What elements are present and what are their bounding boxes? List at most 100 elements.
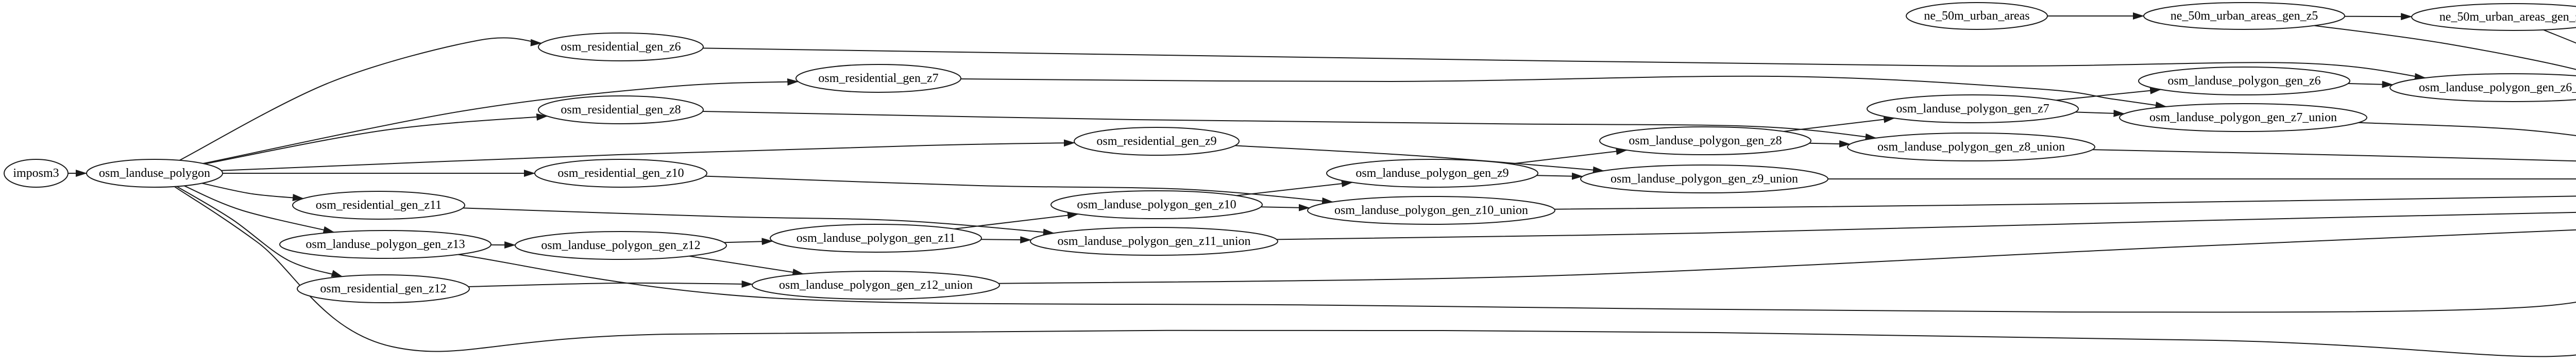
edge-osm_landuse_polygon_gen_z7-to-osm_landuse_polygon_gen_z7_union bbox=[2075, 109, 2125, 117]
node-label-osm_residential_gen_z8: osm_residential_gen_z8 bbox=[561, 103, 681, 117]
node-label-ne_50m_urban_areas_gen_z5: ne_50m_urban_areas_gen_z5 bbox=[2171, 9, 2318, 23]
node-imposm3: imposm3 bbox=[4, 159, 69, 188]
node-label-osm_landuse_polygon_gen_z6: osm_landuse_polygon_gen_z6 bbox=[2167, 74, 2320, 88]
node-label-osm_landuse_polygon_gen_z12: osm_landuse_polygon_gen_z12 bbox=[541, 239, 700, 252]
node-osm_residential_gen_z7: osm_residential_gen_z7 bbox=[795, 64, 961, 93]
edge-osm_residential_gen_z11-to-osm_landuse_polygon_gen_z11_union bbox=[463, 207, 1055, 236]
node-osm_residential_gen_z9: osm_residential_gen_z9 bbox=[1074, 127, 1240, 156]
node-osm_landuse_polygon_gen_z11: osm_landuse_polygon_gen_z11 bbox=[770, 224, 982, 253]
node-shape-ne_50m_urban_areas_gen_z4 bbox=[2411, 3, 2576, 31]
node-shape-osm_landuse_polygon_gen_z13 bbox=[279, 230, 492, 259]
edge-osm_landuse_polygon_gen_z6-to-osm_landuse_polygon_gen_z6_union bbox=[2348, 80, 2394, 88]
node-osm_landuse_polygon_gen_z8: osm_landuse_polygon_gen_z8 bbox=[1599, 126, 1811, 155]
node-shape-osm_landuse_polygon_gen_z9_union bbox=[1580, 164, 1828, 193]
edge-osm_landuse_polygon_gen_z11_union-to-layer_landuse.z11 bbox=[1276, 211, 2576, 240]
node-osm_landuse_polygon_gen_z8_union: osm_landuse_polygon_gen_z8_union bbox=[1847, 133, 2095, 161]
edge-osm_landuse_polygon-to-osm_residential_gen_z12 bbox=[176, 186, 343, 277]
node-osm_residential_gen_z11: osm_residential_gen_z11 bbox=[292, 191, 465, 220]
node-label-osm_landuse_polygon_gen_z11: osm_landuse_polygon_gen_z11 bbox=[796, 232, 955, 245]
node-label-osm_landuse_polygon_gen_z7_union: osm_landuse_polygon_gen_z7_union bbox=[2149, 111, 2337, 124]
node-osm_residential_gen_z6: osm_residential_gen_z6 bbox=[538, 32, 704, 61]
nodes-layer: imposm3 osm_landuse_polygon osm_residentia… bbox=[4, 2, 2576, 303]
node-shape-osm_landuse_polygon_gen_z6_union bbox=[2389, 73, 2576, 102]
node-osm_landuse_polygon_gen_z7: osm_landuse_polygon_gen_z7 bbox=[1867, 94, 2079, 123]
edge-osm_landuse_polygon_gen_z12-to-osm_landuse_polygon_gen_z12_union bbox=[689, 255, 804, 276]
node-ne_50m_urban_areas_gen_z5: ne_50m_urban_areas_gen_z5 bbox=[2143, 2, 2345, 30]
node-osm_landuse_polygon: osm_landuse_polygon bbox=[86, 159, 223, 188]
edge-osm_landuse_polygon_gen_z9-to-osm_landuse_polygon_gen_z8 bbox=[1511, 147, 1628, 164]
node-osm_landuse_polygon_gen_z9: osm_landuse_polygon_gen_z9 bbox=[1326, 159, 1538, 188]
node-shape-osm_residential_gen_z10 bbox=[534, 159, 707, 188]
node-shape-osm_residential_gen_z8 bbox=[538, 95, 704, 124]
node-label-osm_landuse_polygon: osm_landuse_polygon bbox=[99, 167, 210, 180]
edge-osm_residential_gen_z10-to-osm_landuse_polygon_gen_z10_union bbox=[705, 175, 1334, 205]
node-osm_landuse_polygon_gen_z10: osm_landuse_polygon_gen_z10 bbox=[1050, 190, 1263, 219]
node-shape-osm_landuse_polygon_gen_z11_union bbox=[1030, 227, 1278, 256]
edge-osm_landuse_polygon_gen_z13-to-layer_landuse.z13 bbox=[458, 254, 2576, 313]
edge-osm_landuse_polygon_gen_z10-to-osm_landuse_polygon_gen_z10_union bbox=[1261, 204, 1310, 211]
edge-osm_landuse_polygon_gen_z10-to-osm_landuse_polygon_gen_z9 bbox=[1236, 180, 1353, 196]
edge-osm_landuse_polygon-to-osm_residential_gen_z8 bbox=[205, 113, 548, 164]
edge-osm_landuse_polygon-to-osm_landuse_polygon_gen_z13 bbox=[184, 185, 335, 234]
node-label-osm_residential_gen_z7: osm_residential_gen_z7 bbox=[818, 72, 938, 85]
node-shape-imposm3 bbox=[4, 159, 69, 188]
edge-osm_landuse_polygon-to-osm_residential_gen_z6 bbox=[179, 37, 542, 161]
node-shape-osm_landuse_polygon_gen_z8_union bbox=[1847, 133, 2095, 161]
node-label-osm_residential_gen_z12: osm_residential_gen_z12 bbox=[320, 282, 446, 295]
node-label-osm_residential_gen_z10: osm_residential_gen_z10 bbox=[557, 167, 684, 180]
edge-osm_landuse_polygon_gen_z8-to-osm_landuse_polygon_gen_z8_union bbox=[1809, 140, 1851, 148]
edge-osm_landuse_polygon_gen_z8_union-to-layer_landuse.z8 bbox=[2092, 149, 2576, 162]
node-label-osm_landuse_polygon_gen_z10_union: osm_landuse_polygon_gen_z10_union bbox=[1334, 204, 1528, 217]
node-shape-osm_landuse_polygon_gen_z10_union bbox=[1307, 196, 1555, 225]
node-label-osm_landuse_polygon_gen_z6_union: osm_landuse_polygon_gen_z6_union bbox=[2419, 81, 2576, 94]
node-shape-osm_residential_gen_z12 bbox=[297, 274, 470, 303]
node-ne_50m_urban_areas_gen_z4: ne_50m_urban_areas_gen_z4 bbox=[2411, 3, 2576, 31]
edge-osm_landuse_polygon-to-layer_landuse.z14+ bbox=[174, 186, 2576, 357]
node-label-osm_residential_gen_z11: osm_residential_gen_z11 bbox=[316, 199, 442, 212]
node-osm_landuse_polygon_gen_z6: osm_landuse_polygon_gen_z6 bbox=[2138, 67, 2350, 95]
node-shape-osm_residential_gen_z9 bbox=[1074, 127, 1240, 156]
edge-osm_landuse_polygon_gen_z10_union-to-layer_landuse.z10 bbox=[1554, 195, 2576, 210]
edge-ne_50m_urban_areas_gen_z4-to-layer_landuse.z4 bbox=[2543, 29, 2576, 44]
edge-osm_landuse_polygon_gen_z7-to-osm_landuse_polygon_gen_z6 bbox=[2056, 87, 2162, 101]
node-shape-ne_50m_urban_areas_gen_z5 bbox=[2143, 2, 2345, 30]
node-shape-ne_50m_urban_areas bbox=[1906, 2, 2048, 30]
node-label-osm_landuse_polygon_gen_z8: osm_landuse_polygon_gen_z8 bbox=[1629, 134, 1782, 147]
node-label-osm_landuse_polygon_gen_z9: osm_landuse_polygon_gen_z9 bbox=[1355, 167, 1509, 180]
node-osm_landuse_polygon_gen_z11_union: osm_landuse_polygon_gen_z11_union bbox=[1030, 227, 1278, 256]
node-label-osm_landuse_polygon_gen_z7: osm_landuse_polygon_gen_z7 bbox=[1896, 102, 2049, 116]
node-osm_residential_gen_z8: osm_residential_gen_z8 bbox=[538, 95, 704, 124]
edge-osm_landuse_polygon_gen_z7_union-to-layer_landuse.z7 bbox=[2358, 122, 2576, 137]
edge-ne_50m_urban_areas_gen_z5-to-layer_landuse.z5 bbox=[2314, 25, 2576, 70]
node-osm_landuse_polygon_gen_z10_union: osm_landuse_polygon_gen_z10_union bbox=[1307, 196, 1555, 225]
edge-osm_landuse_polygon-to-osm_residential_gen_z9 bbox=[221, 139, 1075, 171]
node-osm_landuse_polygon_gen_z12_union: osm_landuse_polygon_gen_z12_union bbox=[752, 271, 1000, 300]
node-osm_landuse_polygon_gen_z13: osm_landuse_polygon_gen_z13 bbox=[279, 230, 492, 259]
node-osm_residential_gen_z12: osm_residential_gen_z12 bbox=[297, 274, 470, 303]
node-label-osm_landuse_polygon_gen_z11_union: osm_landuse_polygon_gen_z11_union bbox=[1057, 235, 1250, 248]
node-shape-osm_landuse_polygon_gen_z6 bbox=[2138, 67, 2350, 95]
edge-osm_residential_gen_z6-to-osm_landuse_polygon_gen_z6_union bbox=[703, 47, 2426, 80]
node-shape-osm_landuse_polygon_gen_z12_union bbox=[752, 271, 1000, 300]
node-label-osm_residential_gen_z6: osm_residential_gen_z6 bbox=[561, 40, 681, 54]
node-label-osm_residential_gen_z9: osm_residential_gen_z9 bbox=[1096, 135, 1216, 148]
node-label-osm_landuse_polygon_gen_z12_union: osm_landuse_polygon_gen_z12_union bbox=[779, 278, 973, 292]
node-osm_landuse_polygon_gen_z6_union: osm_landuse_polygon_gen_z6_union bbox=[2389, 73, 2576, 102]
node-shape-osm_residential_gen_z7 bbox=[795, 64, 961, 93]
node-shape-osm_landuse_polygon_gen_z8 bbox=[1599, 126, 1811, 155]
edge-osm_residential_gen_z9-to-osm_landuse_polygon_gen_z9_union bbox=[1234, 145, 1604, 174]
node-label-ne_50m_urban_areas: ne_50m_urban_areas bbox=[1924, 9, 2029, 23]
edge-osm_landuse_polygon-to-osm_residential_gen_z7 bbox=[202, 78, 799, 164]
node-label-osm_landuse_polygon_gen_z13: osm_landuse_polygon_gen_z13 bbox=[306, 238, 465, 251]
node-label-imposm3: imposm3 bbox=[13, 167, 59, 180]
node-label-osm_landuse_polygon_gen_z9_union: osm_landuse_polygon_gen_z9_union bbox=[1611, 172, 1798, 186]
node-label-osm_landuse_polygon_gen_z10: osm_landuse_polygon_gen_z10 bbox=[1077, 198, 1236, 211]
node-shape-osm_residential_gen_z6 bbox=[538, 32, 704, 61]
edge-osm_landuse_polygon_gen_z11-to-osm_landuse_polygon_gen_z11_union bbox=[981, 236, 1032, 244]
node-shape-osm_landuse_polygon_gen_z7 bbox=[1867, 94, 2079, 123]
edge-osm_landuse_polygon-to-osm_residential_gen_z11 bbox=[201, 183, 304, 201]
node-shape-osm_landuse_polygon_gen_z10 bbox=[1050, 190, 1263, 219]
